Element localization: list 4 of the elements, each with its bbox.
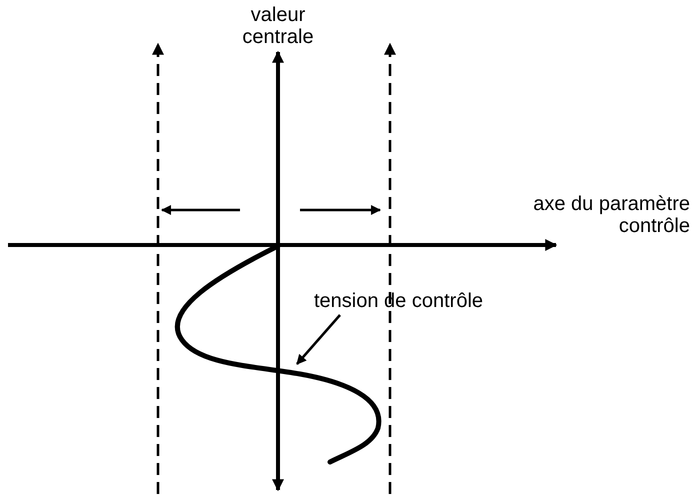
axis-label: axe du paramètre contrôle	[532, 193, 690, 237]
curve-label: tension de contrôle	[314, 290, 484, 312]
leader-arrow	[296, 314, 341, 365]
axis-label: valeur centrale	[241, 4, 315, 48]
